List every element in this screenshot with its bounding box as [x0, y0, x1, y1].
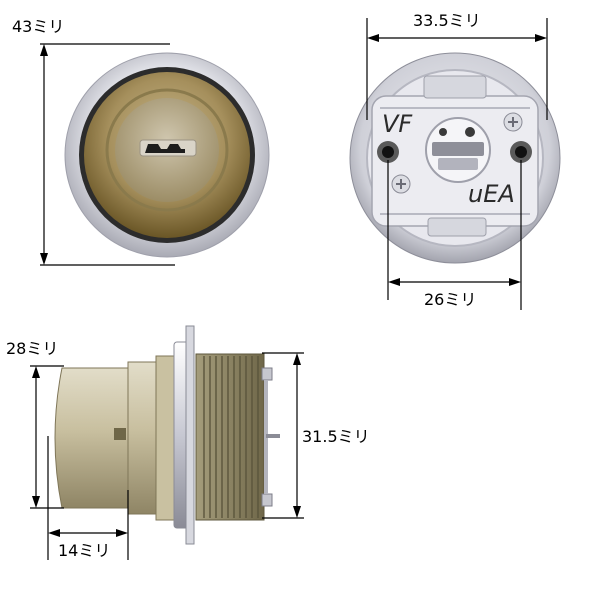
- dim-label-28: 28ミリ: [6, 339, 58, 358]
- dim-label-43: 43ミリ: [12, 17, 64, 36]
- dim-label-26: 26ミリ: [424, 290, 476, 309]
- keyhole-icon: [139, 139, 197, 157]
- dim-label-14: 14ミリ: [58, 541, 110, 560]
- dimension-side-cylinder-diameter: 28ミリ: [6, 339, 64, 509]
- dimension-front-diameter: 43ミリ: [12, 17, 175, 266]
- side-thread: [195, 353, 265, 521]
- thread-lines: [203, 356, 259, 518]
- screw-icon: [391, 112, 523, 194]
- front-inner-ring: [105, 88, 229, 212]
- marking-right: uEA: [468, 180, 515, 208]
- dimension-rear-width: 33.5ミリ: [366, 11, 548, 120]
- side-cylinder-front: [54, 367, 131, 509]
- dimension-side-thread-diameter: 31.5ミリ: [262, 352, 370, 519]
- rear-view: VF uEA 33.5ミリ 26ミリ: [349, 11, 561, 310]
- dim-label-33-5: 33.5ミリ: [413, 11, 481, 30]
- side-view: 28ミリ 31.5ミリ 14ミリ: [6, 325, 370, 560]
- marking-left: VF: [382, 110, 413, 138]
- dim-label-31-5: 31.5ミリ: [302, 427, 370, 446]
- front-view: 43ミリ: [12, 17, 270, 266]
- dimension-rear-hole-spacing: 26ミリ: [387, 160, 522, 310]
- dimension-side-cylinder-length: 14ミリ: [47, 436, 129, 560]
